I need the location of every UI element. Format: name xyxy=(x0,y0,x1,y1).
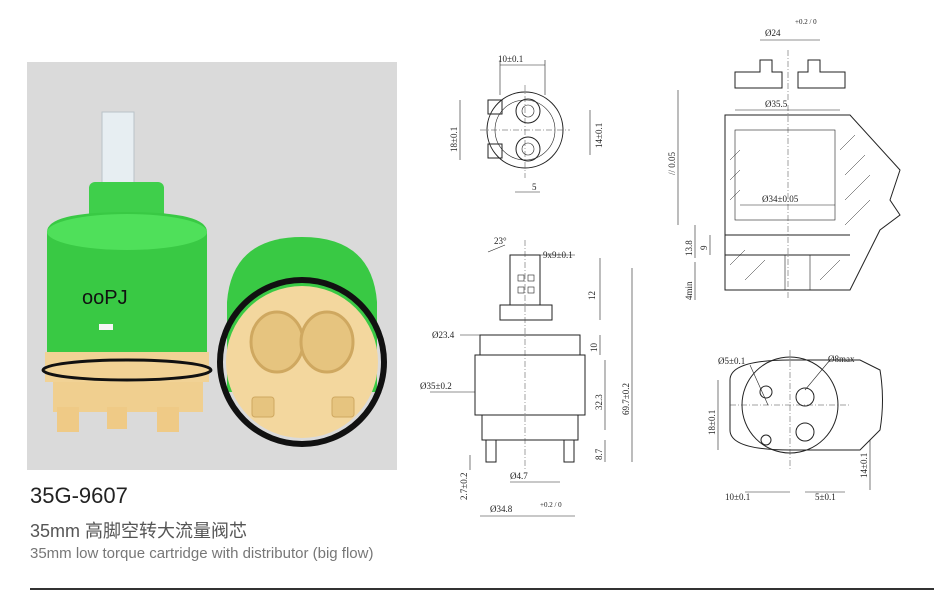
product-title-cn: 35mm 高脚空转大流量阀芯 xyxy=(30,521,248,541)
cartridge-bottom-image xyxy=(217,237,387,447)
housing-section-drawing: Ø24 +0.2 / 0 Ø35.5 Ø34±0.05 // 0.05 13.8… xyxy=(667,18,901,300)
dim-spline: 9x9±0.1 xyxy=(543,250,573,260)
dim-housing-top: Ø24 xyxy=(765,28,781,38)
dim-top-bottom: 5 xyxy=(532,182,537,192)
dim-housing-para: // 0.05 xyxy=(667,151,677,175)
dim-outer-dia: Ø35±0.2 xyxy=(420,381,452,391)
dim-base-dia: Ø34.8 xyxy=(490,504,513,514)
dim-housing-bore: Ø35.5 xyxy=(765,99,788,109)
dim-port-hole: Ø5±0.1 xyxy=(718,356,745,366)
technical-drawings: 10±0.1 18±0.1 14±0.1 5 23° 9x9±0.1 12 xyxy=(420,18,901,517)
dim-pin-height: 2.7±0.2 xyxy=(459,473,469,500)
dim-total-height: 69.7±0.2 xyxy=(621,383,631,415)
dim-stem: 12 xyxy=(587,291,597,300)
footer-rule xyxy=(30,588,934,590)
dim-housing-min: 4min xyxy=(684,281,694,300)
dim-body-dia: Ø23.4 xyxy=(432,330,455,340)
dim-top-width: 10±0.1 xyxy=(498,54,523,64)
dim-collar: 10 xyxy=(589,343,599,353)
product-model: 35G-9607 xyxy=(30,483,128,508)
dim-top-left: 18±0.1 xyxy=(449,127,459,152)
dim-housing-step: 9 xyxy=(699,245,709,250)
dim-port-bottom-right: 5±0.1 xyxy=(815,492,836,502)
dim-port-hole-max: Ø8max xyxy=(828,354,855,364)
dim-port-right: 14±0.1 xyxy=(859,453,869,478)
dim-housing-top-tol: +0.2 / 0 xyxy=(795,18,817,26)
dim-foot: 8.7 xyxy=(594,448,604,460)
dim-housing-seat: Ø34±0.05 xyxy=(762,194,799,204)
dim-top-right: 14±0.1 xyxy=(594,123,604,148)
product-photo: ooPJ xyxy=(27,62,397,470)
top-view-drawing: 10±0.1 18±0.1 14±0.1 5 xyxy=(449,54,604,193)
dim-body-height: 32.3 xyxy=(594,394,604,410)
port-view-drawing: Ø5±0.1 Ø8max 18±0.1 14±0.1 10±0.1 5±0.1 xyxy=(707,350,883,502)
product-title-en: 35mm low torque cartridge with distribut… xyxy=(30,545,374,562)
dim-port-left: 18±0.1 xyxy=(707,410,717,435)
dim-port-bottom-left: 10±0.1 xyxy=(725,492,750,502)
brand-logo: ooPJ xyxy=(82,287,128,309)
dim-housing-depth: 13.8 xyxy=(684,240,694,256)
dim-angle: 23° xyxy=(494,236,507,246)
side-view-drawing: 23° 9x9±0.1 12 Ø23.4 10 69.7±0.2 Ø35±0.2… xyxy=(420,236,633,517)
dim-base-tol: +0.2 / 0 xyxy=(540,501,562,509)
cartridge-side-image: ooPJ xyxy=(41,111,213,432)
dim-pin-dia: Ø4.7 xyxy=(510,471,528,481)
